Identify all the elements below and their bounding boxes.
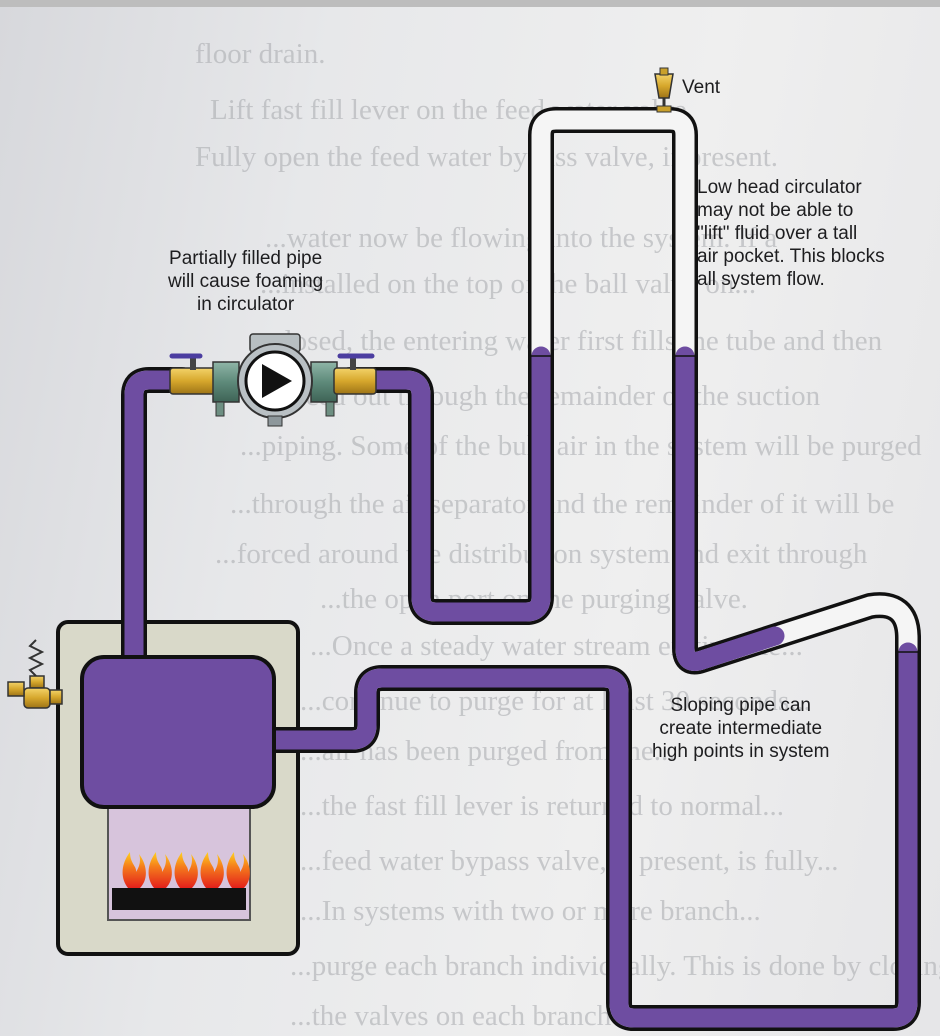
label-line: Sloping pipe can (670, 695, 811, 716)
label-line: Low head circulator (697, 177, 862, 198)
water-after-circulator (340, 346, 551, 622)
bg-text-line: ...feed water bypass valve, if present, … (300, 845, 839, 877)
water-supply-riser (124, 370, 192, 675)
partially-filled-label: Partially filled pipe will cause foaming… (168, 247, 323, 316)
window-top-edge (0, 0, 940, 7)
label-line: all system flow. (697, 269, 825, 290)
water-right-riser (675, 346, 785, 671)
bg-text-line: ...In systems with two or more branch... (300, 895, 761, 927)
bg-text-line: ...the fast fill lever is returned to no… (300, 790, 784, 822)
label-line: high points in system (652, 741, 830, 762)
vent-label-text: Vent (682, 77, 721, 98)
flow-direction-icon (262, 364, 292, 398)
water-return-loop (262, 642, 918, 1028)
air-vent (654, 67, 674, 113)
boiler-heat-exchanger (80, 655, 276, 809)
vent-label: Vent (682, 76, 720, 99)
label-line: air pocket. This blocks (697, 246, 885, 267)
flame-icon (122, 852, 250, 888)
ball-valve-left (169, 367, 217, 395)
label-line: will cause foaming (168, 271, 324, 292)
piping-system (121, 107, 921, 1031)
sloping-pipe-label: Sloping pipe can create intermediate hig… (652, 694, 829, 763)
relief-valve (7, 639, 63, 709)
bg-text-line: ...closed, the entering water first fill… (250, 325, 883, 357)
label-line: in circulator (197, 294, 295, 315)
label-line: Partially filled pipe (169, 248, 323, 269)
label-line: may not be able to (697, 200, 854, 221)
bg-text-line: floor drain. (195, 38, 326, 70)
vent-icon (654, 73, 674, 99)
label-line: create intermediate (659, 718, 823, 739)
ball-valve-right (333, 367, 377, 395)
burner-bar (112, 888, 246, 910)
bg-text-line: ...piping. Some of the bulk air in the s… (240, 430, 922, 462)
circulator-pump (169, 333, 377, 427)
label-line: "lift" fluid over a tall (697, 223, 858, 244)
bg-text-line: ...through the air separator and the rem… (230, 488, 895, 520)
low-head-circulator-label: Low head circulator may not be able to "… (697, 176, 885, 291)
